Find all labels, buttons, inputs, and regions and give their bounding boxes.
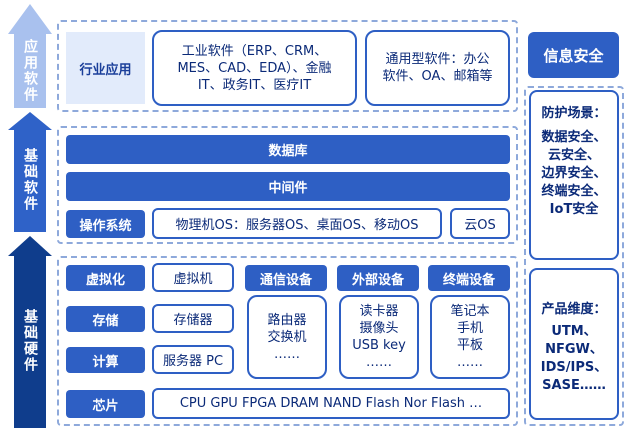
product-dimensions-list: UTM、 NFGW、 IDS/IPS、 SASE…… bbox=[540, 324, 608, 393]
chip-label: 芯片 bbox=[66, 390, 145, 418]
external-device-header: 外部设备 bbox=[337, 265, 419, 291]
database-bar: 数据库 bbox=[66, 135, 510, 164]
terminal-device-header: 终端设备 bbox=[428, 265, 510, 291]
arrow-segment-base-software bbox=[8, 112, 52, 232]
product-dimensions-box: 产品维度： UTM、 NFGW、 IDS/IPS、 SASE…… bbox=[529, 268, 619, 420]
info-security-title: 信息安全 bbox=[528, 32, 619, 78]
arrow-segment-app bbox=[8, 4, 52, 108]
storage-device-box: 存储器 bbox=[152, 304, 234, 333]
app-layer-panel bbox=[57, 20, 518, 112]
os-types-box: 物理机OS：服务器OS、桌面OS、移动OS bbox=[152, 208, 442, 239]
external-device-items: 读卡器 摄像头 USB key …… bbox=[339, 295, 419, 379]
compute-label: 计算 bbox=[66, 347, 145, 373]
server-box: 服务器 PC bbox=[152, 345, 234, 374]
general-software-box: 通用型软件：办公 软件、OA、邮箱等 bbox=[365, 30, 510, 106]
protection-scenes-list: 数据安全、 云安全、 边界安全、 终端安全、 IoT安全 bbox=[541, 130, 607, 217]
industry-app-box: 行业应用 bbox=[66, 32, 145, 104]
industrial-software-box: 工业软件（ERP、CRM、 MES、CAD、EDA）、金融 IT、政务IT、医疗… bbox=[152, 30, 357, 106]
hardware-layer-panel bbox=[57, 256, 518, 426]
product-dimensions-title: 产品维度： bbox=[541, 302, 607, 317]
comm-device-header: 通信设备 bbox=[245, 265, 327, 291]
layer-label-base-software: 基础软件 bbox=[22, 148, 38, 212]
layer-label-base-hardware: 基础硬件 bbox=[22, 309, 38, 373]
comm-device-items: 路由器 交换机 …… bbox=[247, 295, 327, 379]
protection-scenes-box: 防护场景： 数据安全、 云安全、 边界安全、 终端安全、 IoT安全 bbox=[529, 90, 619, 260]
vm-box: 虚拟机 bbox=[152, 263, 234, 292]
chip-types-box: CPU GPU FPGA DRAM NAND Flash Nor Flash … bbox=[152, 388, 510, 419]
terminal-device-items: 笔记本 手机 平板 …… bbox=[430, 295, 510, 379]
middleware-bar: 中间件 bbox=[66, 172, 510, 201]
software-layer-panel bbox=[57, 126, 518, 244]
layer-arrow bbox=[8, 4, 52, 428]
security-column-panel bbox=[524, 86, 624, 426]
storage-label: 存储 bbox=[66, 306, 145, 332]
arrow-segment-base-hardware bbox=[8, 236, 52, 428]
protection-scenes-title: 防护场景： bbox=[541, 106, 607, 121]
layer-label-app: 应用软件 bbox=[22, 39, 38, 103]
virtualization-label: 虚拟化 bbox=[66, 265, 145, 291]
cloud-os-box: 云OS bbox=[450, 208, 510, 239]
os-label: 操作系统 bbox=[66, 210, 145, 238]
